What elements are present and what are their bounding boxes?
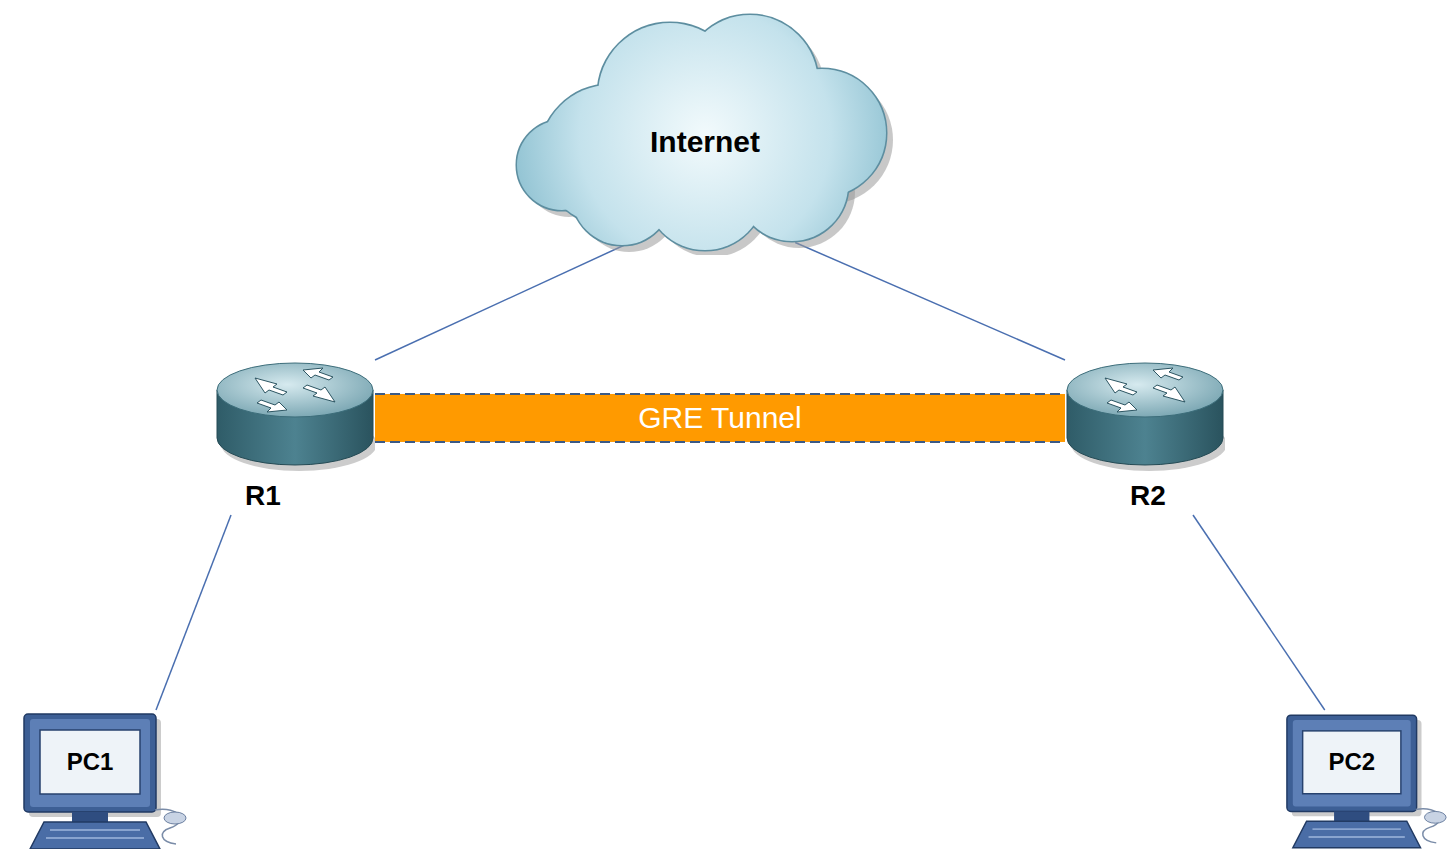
pc-computer: PC2 [1283,710,1450,849]
pc-name: PC1 [67,748,114,776]
link-line [1193,515,1325,710]
router: R2 [1065,360,1225,515]
router: R1 [215,360,375,515]
pc-icon [20,710,190,849]
pc-computer: PC1 [20,710,190,849]
router-icon [215,360,375,472]
router-icon [1065,360,1225,472]
link-line [375,243,630,361]
internet-cloud: Internet [500,5,910,255]
link-line [156,515,231,710]
router-name: R2 [1130,480,1166,512]
link-line [795,243,1065,361]
pc-name: PC2 [1328,748,1375,776]
cloud-label: Internet [500,125,910,159]
router-name: R1 [245,480,281,512]
pc-icon [1283,710,1450,849]
gre-tunnel-band [375,394,1065,442]
tunnel-label: GRE Tunnel [634,400,805,436]
